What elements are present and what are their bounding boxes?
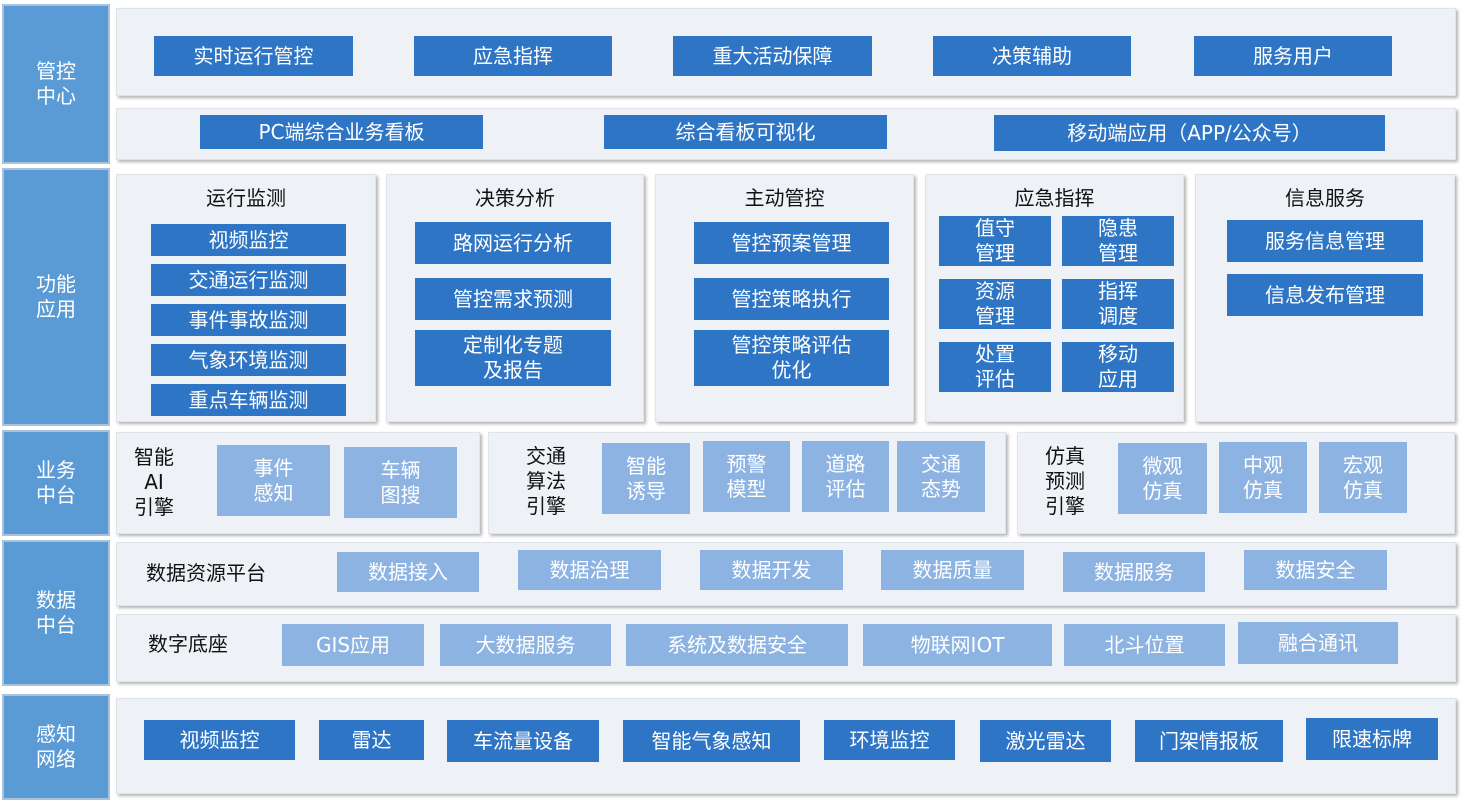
func-monitor-item: 视频监控 — [151, 224, 346, 256]
data-base-item: 系统及数据安全 — [626, 624, 848, 666]
func-emergency-item: 移动 应用 — [1062, 342, 1174, 392]
mgmt-mobile-app: 移动端应用（APP/公众号） — [994, 115, 1385, 151]
sidebar-management-center: 管控 中心 — [2, 4, 110, 164]
mgmt-emergency-command: 应急指挥 — [414, 36, 612, 76]
biz-ai-engine-item: 车辆 图搜 — [344, 447, 457, 518]
data-resource-item: 数据治理 — [518, 550, 661, 590]
sense-item: 限速标牌 — [1306, 718, 1438, 760]
sense-item: 智能气象感知 — [623, 720, 800, 762]
mgmt-dashboard-visualization: 综合看板可视化 — [604, 115, 887, 149]
func-active-control-item: 管控预案管理 — [694, 222, 889, 264]
biz-traffic-engine-item: 预警 模型 — [703, 441, 790, 512]
func-active-control-item: 管控策略评估 优化 — [694, 330, 889, 386]
data-base-item: 大数据服务 — [440, 624, 611, 666]
mgmt-pc-dashboard: PC端综合业务看板 — [200, 115, 483, 149]
func-decision-item: 路网运行分析 — [415, 222, 611, 264]
sidebar-function-application: 功能 应用 — [2, 168, 110, 426]
func-emergency-item: 值守 管理 — [939, 216, 1051, 266]
data-base-item: GIS应用 — [282, 624, 424, 666]
biz-simulation-engine-item: 中观 仿真 — [1219, 442, 1307, 513]
data-resource-item: 数据开发 — [700, 550, 843, 590]
sidebar-data-platform: 数据 中台 — [2, 540, 110, 686]
func-monitor-item: 事件事故监测 — [151, 304, 346, 336]
mgmt-major-event-guarantee: 重大活动保障 — [673, 36, 872, 76]
sense-item: 视频监控 — [144, 720, 295, 760]
biz-ai-engine-label: 智能 AI 引擎 — [134, 445, 174, 519]
func-decision-item: 管控需求预测 — [415, 278, 611, 320]
sense-item: 车流量设备 — [447, 720, 599, 762]
data-base-label: 数字底座 — [148, 632, 228, 656]
func-decision-title: 决策分析 — [475, 186, 555, 210]
func-info-service-title: 信息服务 — [1285, 186, 1365, 210]
biz-traffic-engine-item: 交通 态势 — [897, 441, 985, 512]
mgmt-service-users: 服务用户 — [1194, 36, 1392, 76]
func-active-control-item: 管控策略执行 — [694, 278, 889, 320]
func-monitor-item: 重点车辆监测 — [151, 384, 346, 416]
sense-item: 雷达 — [319, 720, 424, 760]
sidebar-sensing-network: 感知 网络 — [2, 694, 110, 800]
func-info-service-item: 信息发布管理 — [1227, 274, 1423, 316]
sense-item: 门架情报板 — [1135, 720, 1283, 762]
func-monitor-item: 气象环境监测 — [151, 344, 346, 376]
data-resource-item: 数据接入 — [337, 552, 479, 592]
biz-simulation-engine-label: 仿真 预测 引擎 — [1045, 444, 1085, 518]
biz-traffic-engine-label: 交通 算法 引擎 — [526, 444, 566, 518]
data-resource-item: 数据安全 — [1244, 550, 1387, 590]
func-emergency-item: 资源 管理 — [939, 279, 1051, 329]
mgmt-realtime-control: 实时运行管控 — [154, 36, 353, 76]
sidebar-business-platform: 业务 中台 — [2, 430, 110, 536]
biz-ai-engine-item: 事件 感知 — [217, 445, 330, 516]
func-monitor-title: 运行监测 — [206, 186, 286, 210]
func-emergency-item: 处置 评估 — [939, 342, 1051, 392]
sense-item: 环境监控 — [824, 720, 955, 760]
data-resource-item: 数据服务 — [1063, 552, 1205, 592]
data-base-item: 物联网IOT — [863, 624, 1052, 666]
data-base-item: 北斗位置 — [1064, 624, 1225, 666]
data-resource-item: 数据质量 — [881, 550, 1024, 590]
func-emergency-title: 应急指挥 — [1014, 186, 1095, 210]
biz-traffic-engine-item: 道路 评估 — [802, 441, 889, 512]
func-emergency-item: 指挥 调度 — [1062, 279, 1174, 329]
biz-traffic-engine-item: 智能 诱导 — [602, 443, 690, 514]
func-monitor-item: 交通运行监测 — [151, 264, 346, 296]
func-active-control-title: 主动管控 — [744, 186, 825, 210]
func-emergency-item: 隐患 管理 — [1062, 216, 1174, 266]
biz-simulation-engine-item: 宏观 仿真 — [1319, 442, 1407, 513]
func-decision-item: 定制化专题 及报告 — [415, 330, 611, 386]
mgmt-decision-support: 决策辅助 — [933, 36, 1131, 76]
sense-item: 激光雷达 — [980, 720, 1111, 762]
data-base-item: 融合通讯 — [1238, 622, 1398, 664]
func-info-service-item: 服务信息管理 — [1227, 220, 1423, 262]
data-resource-label: 数据资源平台 — [146, 561, 266, 585]
biz-simulation-engine-item: 微观 仿真 — [1118, 443, 1207, 514]
func-monitor-panel — [116, 174, 376, 422]
